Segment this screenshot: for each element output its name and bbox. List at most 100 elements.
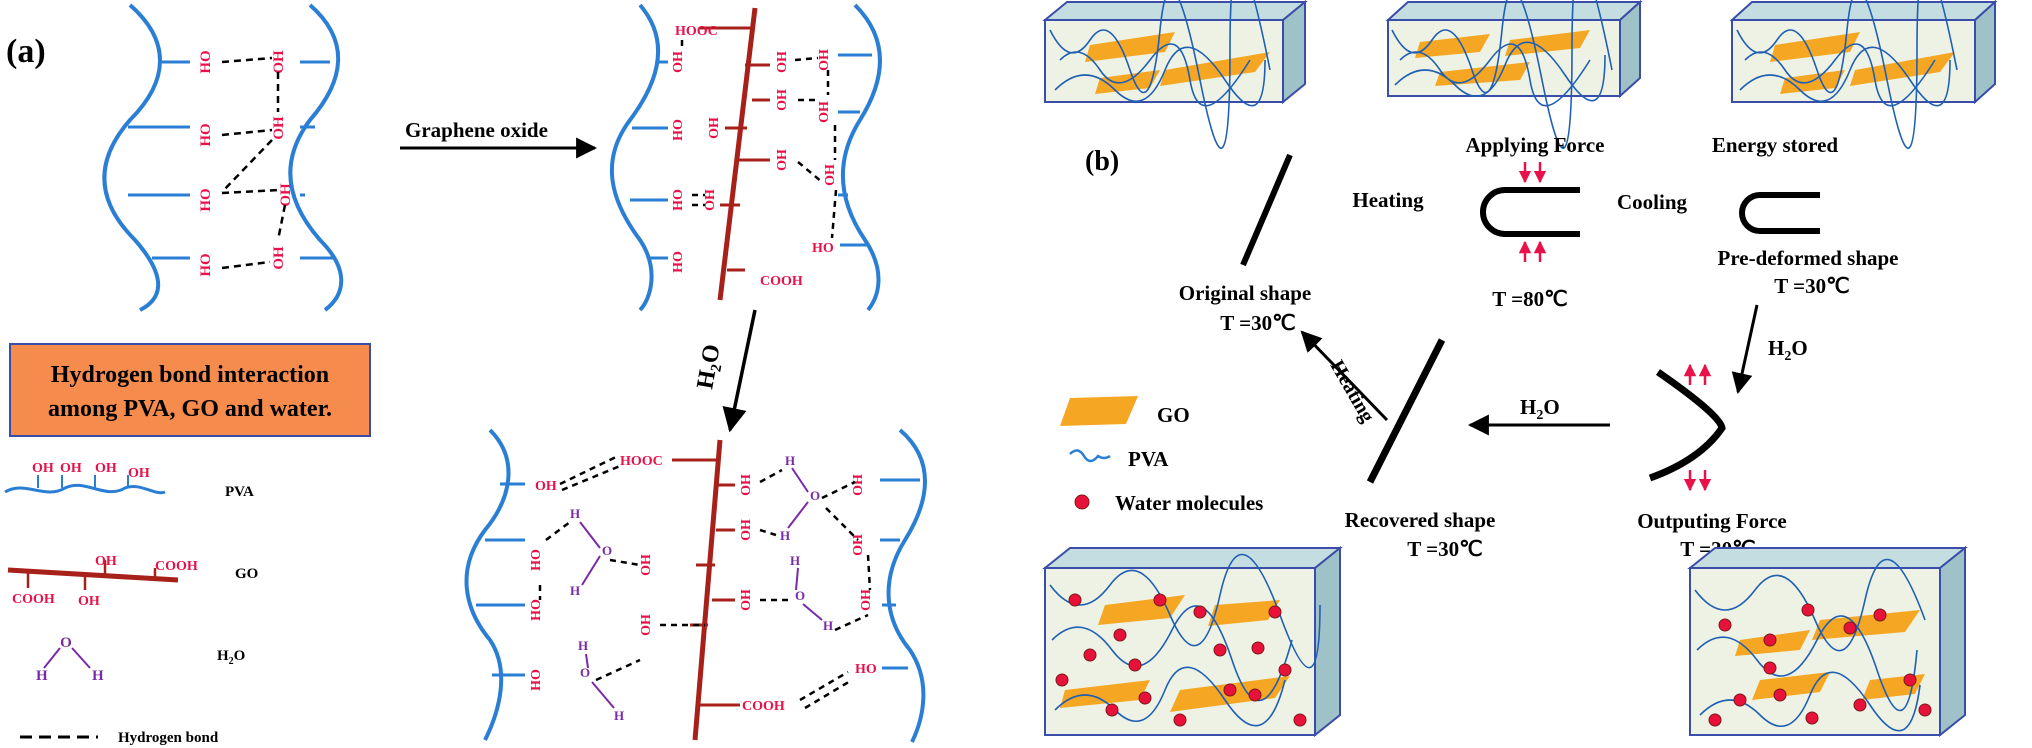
cooling-label: Cooling [1617, 190, 1688, 214]
arrow-h2o-label: H2O [692, 342, 728, 391]
legend-pva-swatch [4, 483, 166, 495]
original-shape-bar [1240, 153, 1293, 267]
oh-label: OH [278, 183, 294, 207]
oh-label: OH [823, 164, 838, 186]
cooh-label: COOH [760, 274, 803, 289]
legend-b-water-label: Water molecules [1115, 491, 1263, 515]
recovered-shape-label: Recovered shape [1345, 508, 1496, 532]
oh-label: OH [271, 50, 287, 74]
recovered-shape-bar [1366, 338, 1446, 484]
heating-label: Heating [1352, 188, 1424, 212]
o-label: O [602, 543, 612, 558]
arrow-heating [1300, 330, 1389, 422]
oh-label: OH [95, 461, 117, 476]
applying-force-label: Applying Force [1465, 133, 1604, 157]
box-bottom-2 [1687, 545, 1968, 738]
oh-label: OH [271, 116, 287, 140]
ho-label: HO [671, 119, 686, 141]
legend-b-pva-label: PVA [1128, 447, 1169, 471]
oh-label: OH [817, 101, 832, 123]
legend-pva-label: PVA [225, 484, 254, 500]
cooh-label: COOH [12, 592, 55, 607]
h-label: H [614, 708, 624, 723]
ho-label: HO [198, 253, 214, 276]
panel-b: (b) Applying Force Energy stored Heating [1042, 0, 1998, 738]
ho-label: HO [671, 189, 686, 211]
h-label: H [92, 668, 104, 684]
h-label: H [780, 528, 790, 543]
oh-label: OH [671, 51, 686, 73]
ho-label: HO [855, 662, 877, 677]
o-label: O [810, 488, 820, 503]
o-label: O [795, 588, 805, 603]
oh-label: OH [95, 554, 117, 569]
legend-a: OH OH OH OH PVA COOH OH OH COOH GO O H H [4, 461, 258, 746]
panel-a-label: (a) [6, 33, 46, 70]
legend-pva-line [1069, 449, 1111, 463]
graphene-oxide-label: Graphene oxide [405, 118, 548, 142]
h-label: H [823, 618, 833, 633]
oh-label: OH [739, 519, 754, 541]
legend-water-dot [1074, 494, 1090, 510]
panel-a: (a) HO HO HO HO OH OH OH OH [4, 3, 927, 746]
o-label: O [580, 665, 590, 680]
oh-label: OH [859, 589, 874, 611]
oh-label: OH [739, 474, 754, 496]
original-temp-label: T =30℃ [1220, 311, 1295, 335]
arrow-h2o-right-label: H2O [1768, 336, 1808, 364]
oh-label: OH [32, 461, 54, 476]
energy-stored-label: Energy stored [1712, 133, 1839, 157]
heated-u-shape [1480, 187, 1580, 237]
oh-label: OH [703, 189, 718, 211]
panel-b-label: (b) [1085, 146, 1119, 177]
outputing-v-shape [1648, 369, 1726, 482]
legend-go-swatch [7, 567, 179, 583]
oh-label: OH [707, 117, 722, 139]
legend-b: GO PVA Water molecules [1060, 396, 1263, 515]
h-label: H [570, 583, 580, 598]
ho-label: HO [671, 251, 686, 273]
oh-label: OH [817, 49, 832, 71]
box-top-3 [1729, 0, 1998, 149]
ho-label: HO [529, 599, 544, 621]
pva-go-pair-top: HOOC OH HO HO HO OH OH OH OH OH OH OH OH… [609, 3, 882, 312]
pva-go-water-bottom: OH HOOC HO HO HO OH OH OH OH OH OH OH OH… [464, 428, 927, 743]
hooc-label: HOOC [675, 24, 718, 39]
oh-label: OH [271, 246, 287, 270]
h-label: H [790, 553, 800, 568]
o-label: O [60, 635, 72, 651]
pre-deformed-u-shape [1739, 192, 1820, 234]
ho-label: HO [198, 123, 214, 146]
legend-hbond-label: Hydrogen bond [118, 730, 219, 746]
oh-label: OH [775, 149, 790, 171]
info-box-line2: among PVA, GO and water. [48, 396, 332, 422]
info-box: Hydrogen bond interaction among PVA, GO … [9, 343, 371, 437]
h-label: H [578, 638, 588, 653]
oh-label: OH [78, 594, 100, 609]
ho-label: HO [529, 669, 544, 691]
ho-label: HO [198, 50, 214, 73]
box-top-2 [1385, 0, 1643, 149]
cooh-label: COOH [742, 699, 785, 714]
arrow-h2o-down [722, 309, 757, 433]
oh-label: OH [639, 554, 654, 576]
oh-label: OH [639, 614, 654, 636]
box-bottom-1 [1042, 545, 1343, 738]
pva-pair-top: HO HO HO HO OH OH OH OH [102, 3, 344, 312]
oh-label: OH [851, 534, 866, 556]
legend-b-go-label: GO [1157, 403, 1190, 427]
h-label: H [570, 506, 580, 521]
original-shape-label: Original shape [1179, 281, 1311, 305]
oh-label: OH [60, 461, 82, 476]
oh-label: OH [128, 466, 150, 481]
legend-go-label: GO [235, 566, 258, 582]
legend-go-sheet [1060, 396, 1138, 426]
ho-label: HO [812, 241, 834, 256]
pre-deformed-temp-label: T =30℃ [1774, 274, 1849, 298]
oh-label: OH [775, 51, 790, 73]
heated-temp-label: T =80℃ [1492, 287, 1567, 311]
pre-deformed-label: Pre-deformed shape [1718, 246, 1899, 270]
arrow-h2o-left-label: H2O [1520, 395, 1560, 423]
oh-label: OH [851, 474, 866, 496]
